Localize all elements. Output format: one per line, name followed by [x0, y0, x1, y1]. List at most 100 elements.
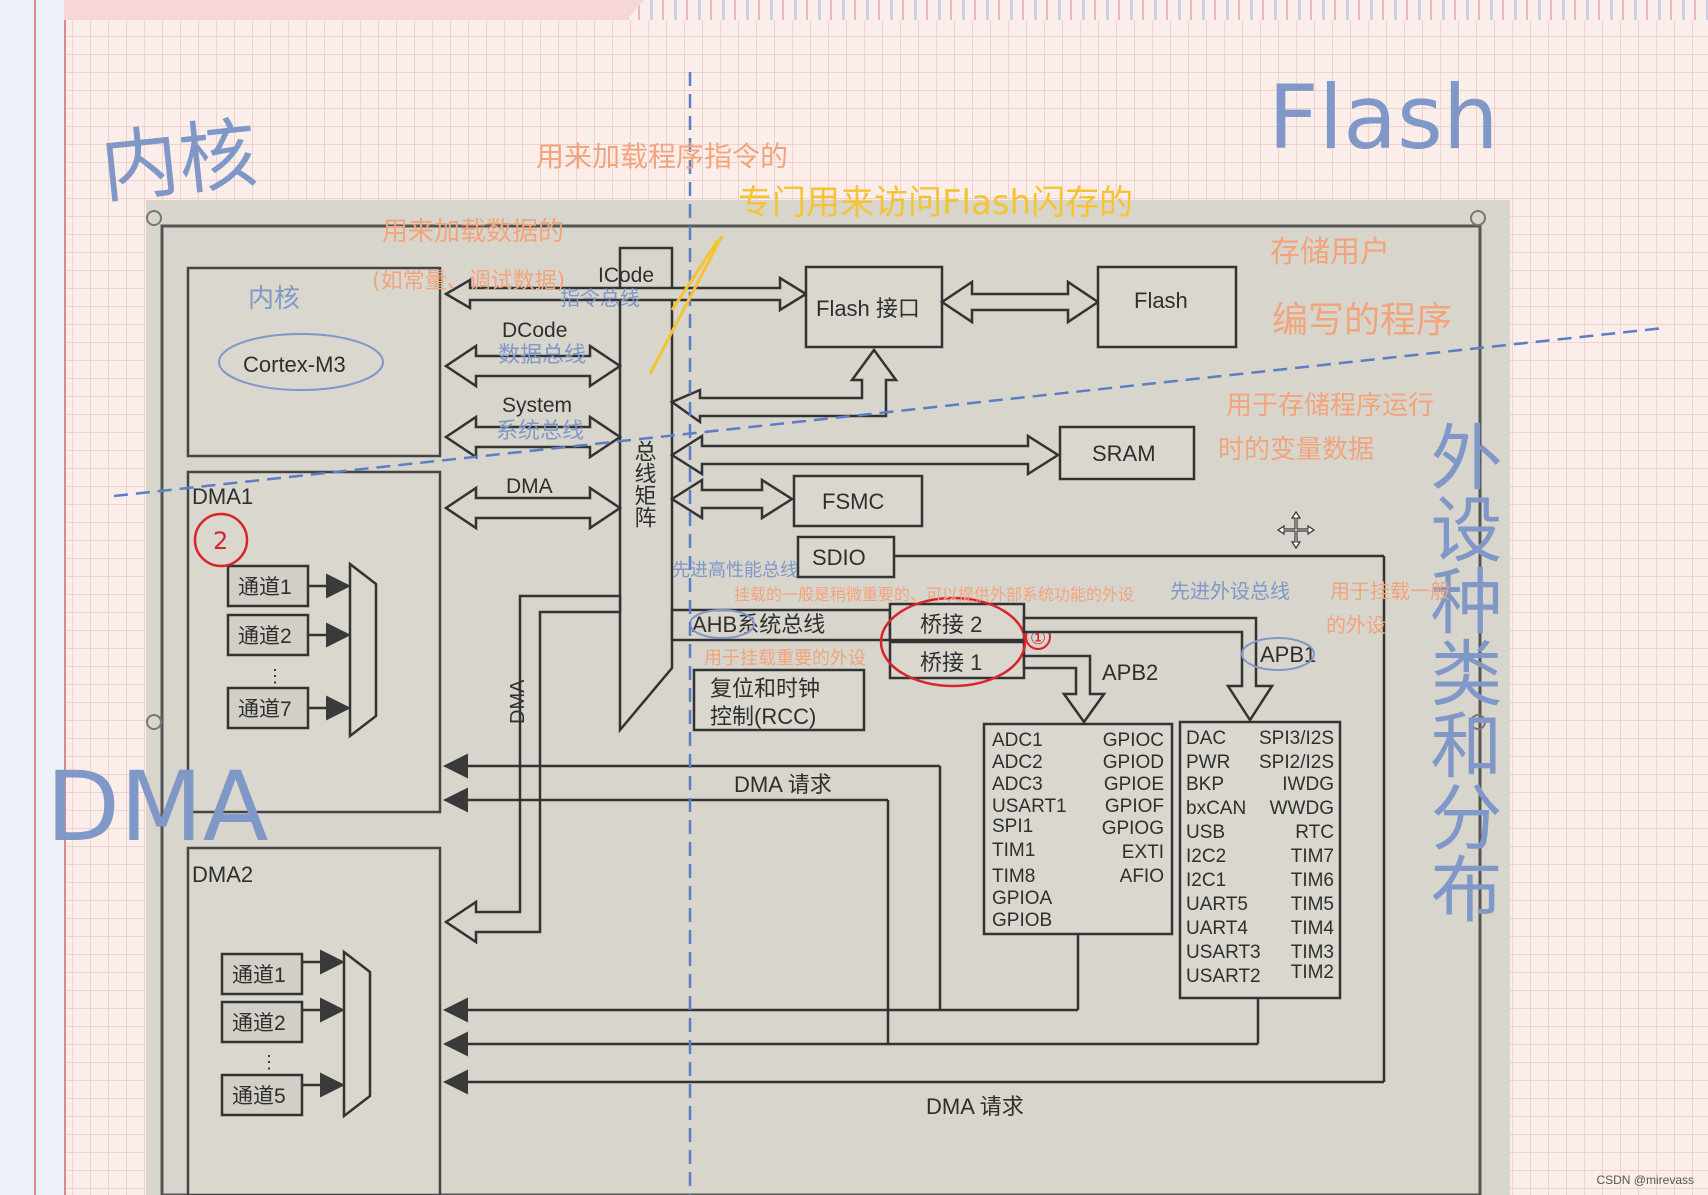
sdio-label: SDIO	[812, 545, 866, 570]
rcc-box	[692, 668, 866, 732]
flash-interface-box	[804, 265, 944, 349]
flash-label: Flash	[1134, 288, 1188, 313]
apb1-peripherals-box	[1178, 720, 1342, 1000]
svg-text:USART2: USART2	[1186, 966, 1261, 987]
bridge2-label: 桥接 2	[920, 612, 982, 637]
svg-text:I2C2: I2C2	[1186, 846, 1226, 867]
svg-text:⋮: ⋮	[266, 666, 284, 686]
move-cursor-icon	[1276, 510, 1316, 550]
flash-interface-label: Flash 接口	[816, 296, 920, 321]
red-marker-2	[193, 512, 249, 568]
dcode-label: DCode	[502, 319, 567, 342]
svg-text:GPIOE: GPIOE	[1104, 774, 1164, 795]
dma-bus-arrow	[443, 485, 623, 531]
margin-red-line	[34, 0, 36, 1195]
apb1-note-1: 用于挂载一般	[1330, 579, 1450, 603]
icode-label: ICode	[598, 264, 654, 287]
bus-matrix-label: 总线矩阵	[632, 440, 657, 528]
core-box	[186, 266, 442, 458]
rcc-label-line1: 复位和时钟	[710, 676, 820, 701]
system-label: System	[502, 394, 572, 417]
icode-note: 指令总线	[560, 286, 640, 310]
svg-text:TIM2: TIM2	[1291, 962, 1334, 983]
ahb-bus	[670, 608, 892, 642]
fsmc-box	[792, 474, 924, 528]
sram-box	[1058, 425, 1196, 481]
dma1-channel-label: 通道2	[238, 625, 292, 648]
apb1-col1: DAC PWR BKP bxCAN USB I2C2 I2C1 UART5 UA…	[1186, 728, 1261, 987]
dma1-channel-label: 通道1	[238, 576, 292, 599]
dma-vertical-bus	[443, 594, 622, 945]
dma1-channel-box	[226, 564, 310, 608]
flash-heading: Flash	[1268, 66, 1499, 169]
kernel-heading: 内核	[97, 109, 262, 215]
bridge-red-circle	[879, 596, 1027, 688]
dma-heading: DMA	[46, 751, 268, 863]
cortex-m3-label: Cortex-M3	[243, 352, 346, 377]
bridge1-note: 用于挂载重要的外设	[704, 648, 866, 669]
dma2-title: DMA2	[192, 862, 253, 887]
apb1-note-2: 的外设	[1326, 613, 1386, 637]
svg-text:UART4: UART4	[1186, 918, 1248, 939]
svg-text:TIM6: TIM6	[1291, 870, 1334, 891]
apb2-peripherals-box	[982, 722, 1174, 936]
dma-bus-label: DMA	[506, 475, 553, 498]
top-pink-tab	[64, 0, 644, 20]
dma-request-label-1: DMA 请求	[734, 772, 832, 797]
flash-box	[1096, 265, 1238, 349]
sram-note-2: 时的变量数据	[1218, 435, 1374, 465]
dma1-mux	[348, 561, 378, 739]
core-box-title: 内核	[248, 284, 300, 314]
svg-text:UART5: UART5	[1186, 894, 1248, 915]
svg-text:PWR: PWR	[1186, 752, 1230, 773]
svg-text:RTC: RTC	[1295, 822, 1334, 843]
apb1-col2: SPI3/I2S SPI2/I2S IWDG WWDG RTC TIM7 TIM…	[1259, 728, 1334, 983]
svg-text:GPIOD: GPIOD	[1103, 752, 1164, 773]
svg-text:I2C1: I2C1	[1186, 870, 1226, 891]
bus-matrix	[618, 246, 674, 734]
svg-text:EXTI: EXTI	[1122, 842, 1164, 863]
dma1-channel-box	[226, 686, 310, 730]
diagonal-dashed-divider	[113, 326, 1665, 498]
dma1-channel-box	[226, 613, 310, 657]
svg-text:GPIOF: GPIOF	[1105, 796, 1164, 817]
sdio-box	[796, 535, 896, 579]
fsmc-label: FSMC	[822, 489, 884, 514]
dcode-note: 数据总线	[498, 343, 586, 368]
rcc-label-line2: 控制(RCC)	[710, 704, 816, 729]
apb2-label: APB2	[1102, 660, 1158, 685]
cortex-circle	[218, 333, 384, 391]
ahb-label: AHB系统总线	[692, 612, 825, 637]
sram-arrow	[669, 433, 1061, 477]
svg-text:AFIO: AFIO	[1120, 866, 1164, 887]
dma2-channel-label: 通道2	[232, 1012, 286, 1035]
dcode-arrow	[443, 343, 623, 389]
load-data-note: 用来加载数据的	[382, 217, 564, 247]
high-perf-note: 先进高性能总线	[672, 560, 798, 581]
svg-text:GPIOG: GPIOG	[1102, 818, 1164, 839]
diagram-frame	[160, 224, 1482, 1195]
svg-text:bxCAN: bxCAN	[1186, 798, 1246, 819]
svg-text:TIM1: TIM1	[992, 840, 1035, 861]
dma2-channel-box	[220, 1000, 304, 1044]
dma1-title: DMA1	[192, 484, 253, 509]
svg-text:BKP: BKP	[1186, 774, 1224, 795]
dma2-channel-label: 通道1	[232, 964, 286, 987]
svg-text:SPI3/I2S: SPI3/I2S	[1259, 728, 1334, 749]
dma2-channel-label: 通道5	[232, 1085, 286, 1108]
sram-label: SRAM	[1092, 441, 1156, 466]
svg-text:GPIOC: GPIOC	[1103, 730, 1164, 751]
svg-text:IWDG: IWDG	[1282, 774, 1334, 795]
load-instr-note: 用来加载程序指令的	[536, 140, 788, 173]
svg-text:⋮: ⋮	[260, 1052, 278, 1072]
svg-text:SPI2/I2S: SPI2/I2S	[1259, 752, 1334, 773]
svg-text:SPI1: SPI1	[992, 816, 1033, 837]
svg-text:ADC2: ADC2	[992, 752, 1043, 773]
svg-text:TIM5: TIM5	[1291, 894, 1334, 915]
dma1-channel-label: 通道7	[238, 698, 292, 721]
svg-text:ADC3: ADC3	[992, 774, 1043, 795]
svg-text:DAC: DAC	[1186, 728, 1226, 749]
red-marker-2-label: 2	[213, 527, 228, 555]
dma2-mux	[342, 949, 372, 1119]
